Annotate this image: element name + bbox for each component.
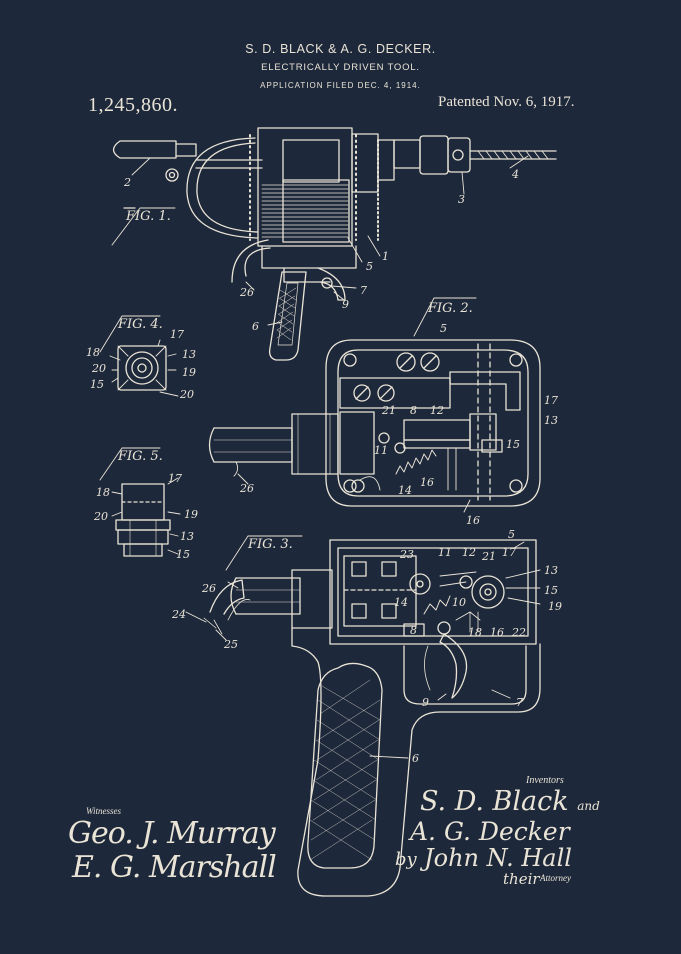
signature-witness-2: E. G. Marshall [72,850,277,885]
signature-inventor-2: A. G. Decker [410,817,570,846]
ref-18-fig4: 18 [86,346,100,359]
witnesses-label: Witnesses [86,806,121,816]
ref-24-fig3: 24 [171,608,186,621]
attorney-label: Attorney [540,873,571,883]
reference-numerals: 2 3 4 5 1 7 9 26 6 17 18 13 20 19 15 20 … [86,168,562,765]
ref-20-fig4b: 20 [179,388,194,401]
ref-9-fig3: 9 [422,696,429,709]
signature-and: and [577,799,600,813]
signature-inventor-1: S. D. Black and [420,786,600,817]
ref-2-fig1: 2 [123,176,131,189]
ref-13-fig2: 13 [544,414,558,427]
ref-18-fig3: 18 [468,626,482,639]
ref-16-fig2: 16 [420,476,434,489]
ref-16-fig3: 16 [490,626,504,639]
ref-8-fig2: 8 [410,404,417,417]
ref-15-fig4: 15 [90,378,104,391]
fig2-drawing [208,297,541,513]
ref-13-fig4: 13 [182,348,196,361]
ref-4-fig1: 4 [511,168,519,181]
ref-11-fig2: 11 [374,444,388,457]
ref-17-fig4: 17 [170,328,184,341]
inventor-1-name: S. D. Black [420,786,569,817]
ref-15-fig5: 15 [176,548,190,561]
ref-19-fig4: 19 [182,366,196,379]
ref-17-fig2: 17 [544,394,558,407]
signature-witness-1: Geo. J. Murray [68,816,276,851]
title-line: ELECTRICALLY DRIVEN TOOL. [261,62,420,73]
ref-6-fig3: 6 [412,752,419,765]
patent-date: Patented Nov. 6, 1917. [438,94,575,110]
inventors-label: Inventors [526,775,564,786]
ref-26-fig2: 26 [239,482,254,495]
ref-15-fig3: 15 [544,584,558,597]
inventors-line: S. D. BLACK & A. G. DECKER. [245,42,436,56]
ref-1-fig1: 1 [382,250,389,263]
ref-13-fig3: 13 [544,564,558,577]
ref-11-fig3: 11 [438,546,452,559]
ref-17-fig3: 17 [502,546,516,559]
ref-14-fig2: 14 [398,484,412,497]
ref-19-fig3: 19 [548,600,562,613]
fig3-drawing [185,535,541,897]
ref-16-fig2b: 16 [466,514,480,527]
ref-10-fig3: 10 [452,596,466,609]
ref-7-fig3: 7 [516,696,523,709]
signature-by: by [395,849,417,870]
ref-18-fig5: 18 [96,486,110,499]
fig1-label: FIG. 1. [125,209,171,224]
ref-3-fig1: 3 [458,193,465,206]
fig1-drill-drawing [112,127,557,361]
fig4-label: FIG. 4. [117,317,163,332]
ref-23-fig3: 23 [399,548,414,561]
ref-22-fig3: 22 [511,626,526,639]
fig5-drawing [99,447,181,557]
ref-5-fig3: 5 [508,528,515,541]
ref-13-fig5: 13 [180,530,194,543]
ref-5-fig2: 5 [440,322,447,335]
ref-25-fig3: 25 [223,638,238,651]
ref-15-fig2: 15 [506,438,520,451]
fig4-drawing [99,315,179,397]
signature-their: their [503,870,540,888]
ref-12-fig3: 12 [462,546,476,559]
ref-5-fig1: 5 [366,260,373,273]
ref-20-fig4a: 20 [91,362,106,375]
fig1-label-mark [111,207,176,246]
ref-26-fig3: 26 [201,582,216,595]
ref-14-fig3: 14 [394,596,408,609]
ref-7-fig1: 7 [360,284,367,297]
patent-number: 1,245,860. [88,94,178,116]
ref-9-fig1: 9 [342,298,349,311]
fig5-label: FIG. 5. [117,449,163,464]
ref-21-fig3: 21 [481,550,496,563]
ref-8-fig3: 8 [410,624,417,637]
ref-20-fig5: 20 [93,510,108,523]
ref-21-fig2: 21 [381,404,396,417]
fig3-label: FIG. 3. [247,537,293,552]
fig2-label: FIG. 2. [427,301,473,316]
application-line: APPLICATION FILED DEC. 4, 1914. [260,81,421,90]
ref-6-fig1: 6 [252,320,259,333]
ref-19-fig5: 19 [184,508,198,521]
signature-attorney: John N. Hall [424,844,572,872]
ref-12-fig2: 12 [430,404,444,417]
ref-26-fig1: 26 [239,286,254,299]
ref-17-fig5: 17 [168,472,182,485]
